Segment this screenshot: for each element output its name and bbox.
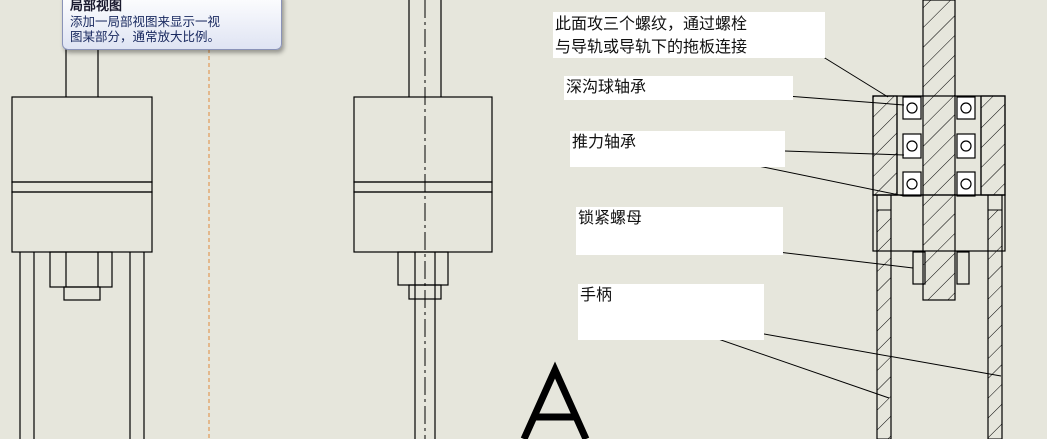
- mounting-note-line2: 与导轨或导轨下的拖板连接: [555, 37, 748, 56]
- label-lock-nut-text: 锁紧螺母: [578, 208, 643, 227]
- tooltip-title: 局部视图: [70, 0, 123, 14]
- left-view[interactable]: [11, 0, 153, 439]
- local-view-tooltip: 局部视图 添加一局部视图来显示一视 图某部分，通常放大比例。: [62, 0, 282, 50]
- label-thrust-bearing-text: 推力轴承: [572, 132, 637, 151]
- label-handle[interactable]: 手柄: [578, 284, 764, 340]
- label-handle-text: 手柄: [580, 285, 613, 304]
- label-lock-nut[interactable]: 锁紧螺母: [576, 207, 783, 255]
- label-deep-groove-bearing-text: 深沟球轴承: [566, 77, 647, 96]
- label-deep-groove-bearing[interactable]: 深沟球轴承: [564, 76, 793, 100]
- middle-view[interactable]: [353, 0, 493, 439]
- tooltip-body-line2: 图某部分，通常放大比例。: [70, 29, 221, 44]
- section-view[interactable]: [872, 0, 1006, 439]
- tooltip-body-line1: 添加一局部视图来显示一视: [70, 14, 221, 29]
- mounting-note[interactable]: 此面攻三个螺纹，通过螺栓 与导轨或导轨下的拖板连接: [553, 12, 825, 58]
- label-thrust-bearing[interactable]: 推力轴承: [570, 131, 785, 167]
- view-label-a: [520, 361, 590, 439]
- mounting-note-line1: 此面攻三个螺纹，通过螺栓: [555, 14, 748, 33]
